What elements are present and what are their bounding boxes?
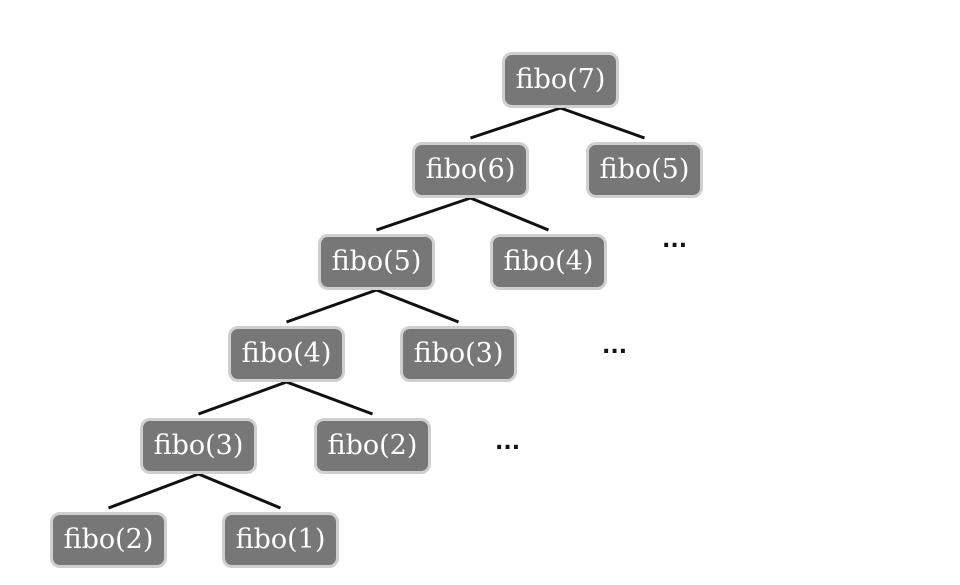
ellipsis-marker: ... <box>495 430 521 455</box>
node-fibo-5: fibo(5) <box>318 234 435 290</box>
tree-edge <box>107 472 200 510</box>
tree-edge <box>285 380 374 416</box>
node-fibo-2-right: fibo(2) <box>314 418 431 474</box>
node-fibo-4-right: fibo(4) <box>490 234 607 290</box>
node-fibo-6: fibo(6) <box>412 142 529 198</box>
ellipsis-marker: ... <box>662 228 688 253</box>
tree-edge <box>470 106 561 140</box>
tree-edge <box>285 288 378 324</box>
tree-edge <box>469 196 550 232</box>
tree-edge <box>559 106 646 140</box>
node-fibo-3-right: fibo(3) <box>400 326 517 382</box>
node-fibo-3: fibo(3) <box>140 418 257 474</box>
tree-edge <box>376 196 471 232</box>
node-fibo-4: fibo(4) <box>228 326 345 382</box>
tree-edge <box>197 472 282 510</box>
node-fibo-7: fibo(7) <box>502 52 619 108</box>
node-fibo-2: fibo(2) <box>50 512 167 568</box>
node-fibo-1: fibo(1) <box>222 512 339 568</box>
tree-edge <box>197 380 288 416</box>
tree-edge <box>375 288 460 324</box>
ellipsis-marker: ... <box>602 334 628 359</box>
node-fibo-5-right: fibo(5) <box>586 142 703 198</box>
